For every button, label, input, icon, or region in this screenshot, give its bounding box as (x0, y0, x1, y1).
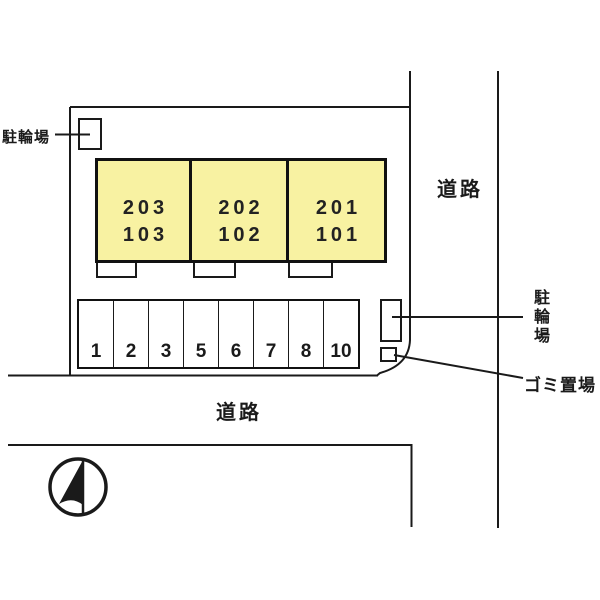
bicycle-parking-label-right: 駐輪場 (531, 289, 548, 346)
site-right-boundary (376, 71, 411, 377)
parking-space: 10 (323, 301, 358, 367)
unit-number-lower: 103 (122, 223, 169, 246)
garbage-area-label: ゴミ置場 (524, 376, 596, 395)
parking-space-number: 5 (195, 341, 207, 362)
building-unit-202-102: 202 102 (189, 161, 286, 260)
parking-space: 5 (183, 301, 218, 367)
unit-number-upper: 202 (218, 196, 264, 219)
parking-row: 1 2 3 5 6 7 8 10 (77, 299, 360, 369)
road-label-bottom: 道路 (216, 402, 262, 424)
entrance-porch (96, 263, 137, 278)
parking-space-number: 2 (125, 341, 137, 362)
garbage-box (380, 347, 397, 362)
unit-number-lower: 102 (218, 223, 264, 246)
parking-space-number: 1 (90, 341, 102, 362)
entrance-porch (288, 263, 333, 278)
parking-space-number: 6 (230, 341, 242, 362)
north-arrow-icon (48, 457, 108, 517)
parking-space: 2 (113, 301, 148, 367)
parking-space: 1 (79, 301, 113, 367)
entrance-porch (193, 263, 236, 278)
leader-garbage (393, 354, 524, 379)
building-block: 203 103 202 102 201 101 (95, 158, 387, 263)
road-label-right: 道路 (437, 179, 483, 201)
parking-space-number: 7 (265, 341, 277, 362)
parking-space: 8 (288, 301, 323, 367)
bicycle-parking-box-right (380, 299, 402, 342)
parking-space: 7 (253, 301, 288, 367)
unit-number-lower: 101 (315, 223, 362, 246)
building-unit-203-103: 203 103 (98, 161, 189, 260)
parking-space: 6 (218, 301, 253, 367)
unit-number-upper: 201 (315, 196, 362, 219)
parking-space-number: 8 (300, 341, 312, 362)
building-unit-201-101: 201 101 (286, 161, 384, 260)
bicycle-parking-label-left: 駐輪場 (2, 129, 51, 146)
parking-space-number: 3 (160, 341, 172, 362)
bicycle-parking-box-left (78, 118, 102, 150)
road-line-bottom (8, 444, 413, 527)
unit-number-upper: 203 (122, 196, 169, 219)
parking-space: 3 (148, 301, 183, 367)
parking-space-number: 10 (330, 341, 352, 362)
